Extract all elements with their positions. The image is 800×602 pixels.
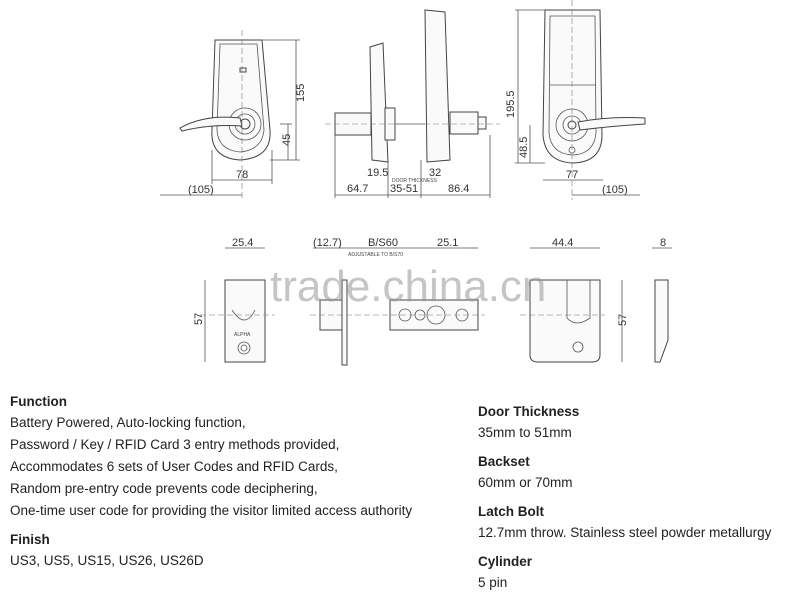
faceplate-width-dim: 25.4 — [232, 237, 253, 249]
cylinder-title: Cylinder — [478, 554, 533, 569]
function-title: Function — [10, 394, 67, 409]
front-view-drawing: 155 45 78 (105) — [160, 30, 307, 200]
latch-bolt-section: Latch Bolt 12.7mm throw. Stainless steel… — [478, 502, 800, 544]
strike-height-dim: 57 — [617, 314, 629, 326]
faceplate-height-dim: 57 — [193, 313, 205, 325]
backset-section: Backset 60mm or 70mm — [478, 452, 800, 494]
cylinder-value: 5 pin — [478, 575, 508, 590]
strike-width-dim: 44.4 — [552, 237, 573, 249]
spec-left-column: Function Battery Powered, Auto-locking f… — [10, 392, 470, 580]
rear-handle-height-dim: 48.5 — [518, 137, 530, 158]
backset-value: 60mm or 70mm — [478, 475, 573, 490]
function-line: Password / Key / RFID Card 3 entry metho… — [10, 437, 340, 452]
function-line: Battery Powered, Auto-locking function, — [10, 415, 246, 430]
rear-height-dim: 195.5 — [505, 90, 517, 118]
function-line: One-time user code for providing the vis… — [10, 503, 413, 518]
watermark: trade.china.cn — [270, 262, 547, 311]
finish-section: Finish US3, US5, US15, US26, US26D — [10, 530, 470, 572]
finish-value: US3, US5, US15, US26, US26D — [10, 553, 204, 568]
door-thickness-section: Door Thickness 35mm to 51mm — [478, 402, 800, 444]
strike-drawing: 44.4 57 8 — [520, 237, 672, 363]
side-dim-19-5: 19.5 — [367, 167, 388, 179]
latch-plate-dim: 25.1 — [437, 237, 458, 249]
backset-adjustable-note: ADJUSTABLE TO B/S70 — [348, 252, 403, 258]
function-section: Function Battery Powered, Auto-locking f… — [10, 392, 470, 522]
side-view-drawing: 64.7 19.5 35-51 DOOR THICKNESS 32 86.4 — [325, 9, 500, 198]
side-dim-86-4: 86.4 — [448, 183, 469, 195]
backset-title: Backset — [478, 454, 530, 469]
front-handle-height-dim: 45 — [281, 134, 293, 146]
door-thickness-label: DOOR THICKNESS — [392, 178, 438, 184]
cylinder-section: Cylinder 5 pin — [478, 552, 800, 594]
function-line: Accommodates 6 sets of User Codes and RF… — [10, 459, 338, 474]
latch-throw-dim: (12.7) — [313, 237, 342, 249]
front-width-dim: 78 — [236, 169, 248, 181]
rear-view-drawing: 195.5 48.5 77 (105) — [505, 0, 646, 200]
side-dim-35-51: 35-51 — [390, 183, 418, 195]
side-dim-32: 32 — [429, 167, 441, 179]
latch-bolt-title: Latch Bolt — [478, 504, 544, 519]
front-height-dim: 155 — [295, 84, 307, 102]
faceplate-brand: ALPHA — [234, 332, 251, 338]
rear-reach-dim: (105) — [602, 184, 628, 196]
faceplate-drawing: ALPHA 25.4 57 — [193, 237, 275, 363]
latch-drawing: (12.7) B/S60 ADJUSTABLE TO B/S70 25.1 — [310, 237, 485, 366]
front-reach-dim: (105) — [188, 184, 214, 196]
strike-thickness-dim: 8 — [660, 237, 666, 249]
door-thickness-title: Door Thickness — [478, 404, 580, 419]
backset-dim: B/S60 — [368, 237, 398, 249]
spec-right-column: Door Thickness 35mm to 51mm Backset 60mm… — [478, 402, 800, 602]
door-thickness-value: 35mm to 51mm — [478, 425, 572, 440]
finish-title: Finish — [10, 532, 50, 547]
side-dim-64-7: 64.7 — [347, 183, 368, 195]
latch-bolt-value: 12.7mm throw. Stainless steel powder met… — [478, 525, 772, 540]
rear-width-dim: 77 — [566, 169, 578, 181]
function-line: Random pre-entry code prevents code deci… — [10, 481, 318, 496]
